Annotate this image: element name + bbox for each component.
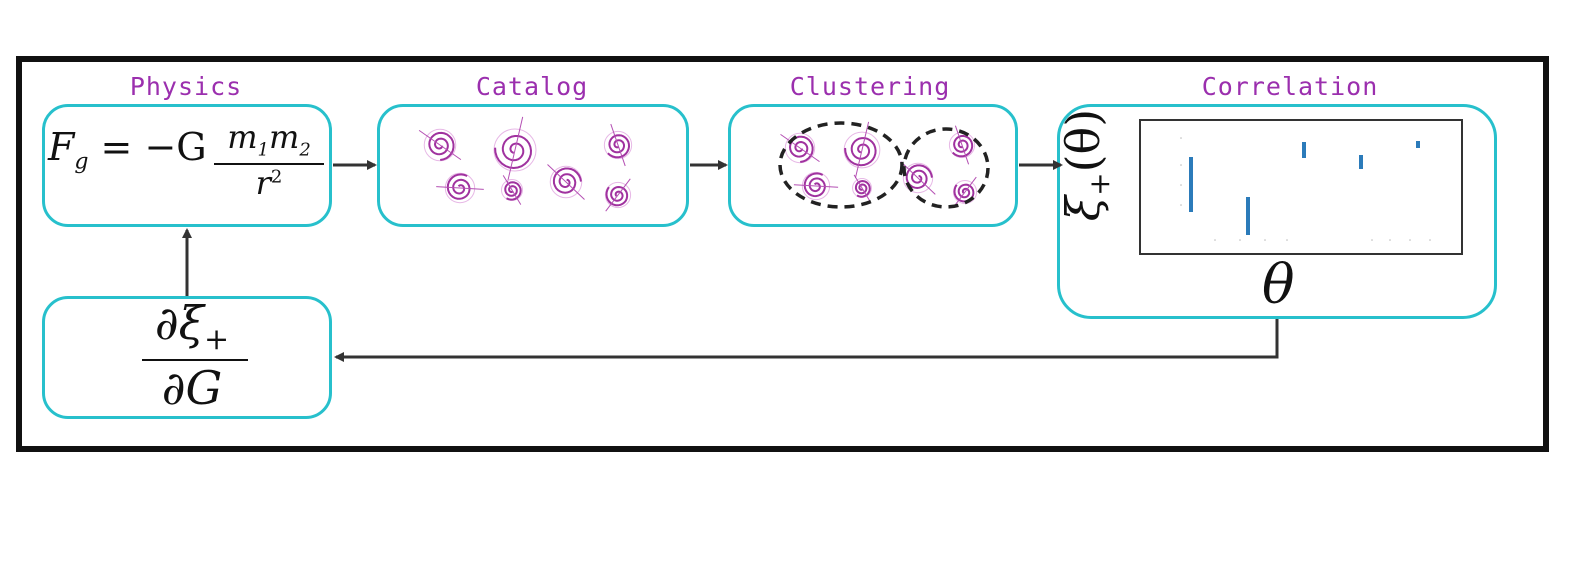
galaxy-icon [843, 121, 881, 179]
galaxy-icon [952, 176, 978, 208]
d-xi-sub: + [203, 322, 230, 358]
plot-errorbars [1189, 141, 1420, 235]
derivative-numerator: ∂ξ+ [132, 300, 252, 355]
radius-sup: 2 [270, 166, 283, 188]
mass-2-sub: 2 [299, 139, 311, 161]
galaxy-icon [493, 116, 537, 184]
catalog-box [377, 104, 689, 227]
clustering-box [728, 104, 1018, 227]
galaxy-icon [852, 174, 872, 202]
plot-xlabel: θ [1262, 253, 1295, 316]
gravity-formula: Fg = −G [48, 128, 207, 174]
mass-2: m [269, 118, 300, 156]
galaxy-icon [501, 175, 523, 205]
galaxy-icon [604, 178, 632, 212]
force-equals: = −G [88, 125, 207, 169]
fraction-denominator: r2 [210, 167, 328, 199]
galaxy-icon [900, 161, 936, 195]
cluster-outline-left [778, 121, 904, 209]
radius: r [255, 164, 271, 203]
plot-area [1139, 119, 1463, 255]
gravity-fraction: m1m2 r2 [210, 121, 328, 199]
galaxy-icon [780, 132, 820, 164]
cluster-outline-right [902, 127, 990, 209]
catalog-galaxies [418, 116, 633, 212]
galaxy-icon [436, 172, 484, 204]
catalog-label: Catalog [475, 72, 589, 101]
force-symbol: F [48, 125, 75, 169]
derivative-bar [142, 359, 248, 362]
derivative-fraction: ∂ξ+ ∂G [132, 300, 252, 411]
galaxy-icon [793, 171, 839, 201]
plot-faint-ticks [1180, 137, 1431, 241]
galaxy-icon [547, 164, 585, 200]
galaxy-icon [418, 128, 462, 162]
clustering-label: Clustering [789, 72, 951, 101]
force-subscript: g [74, 149, 89, 175]
physics-label: Physics [129, 72, 243, 101]
fraction-numerator: m1m2 [210, 121, 328, 159]
physics-box [42, 104, 332, 227]
clustering-galaxies [780, 121, 978, 208]
fraction-bar [214, 163, 324, 166]
mass-1: m [227, 118, 258, 156]
arrow-correlation-to-derivative [334, 319, 1279, 362]
derivative-box [42, 296, 332, 419]
derivative-denominator: ∂G [161, 361, 223, 416]
d-xi: ∂ξ [154, 296, 204, 350]
galaxy-icon [603, 123, 633, 167]
correlation-label: Correlation [1201, 72, 1379, 101]
mass-1-sub: 1 [257, 139, 269, 161]
galaxy-icon [948, 125, 976, 165]
